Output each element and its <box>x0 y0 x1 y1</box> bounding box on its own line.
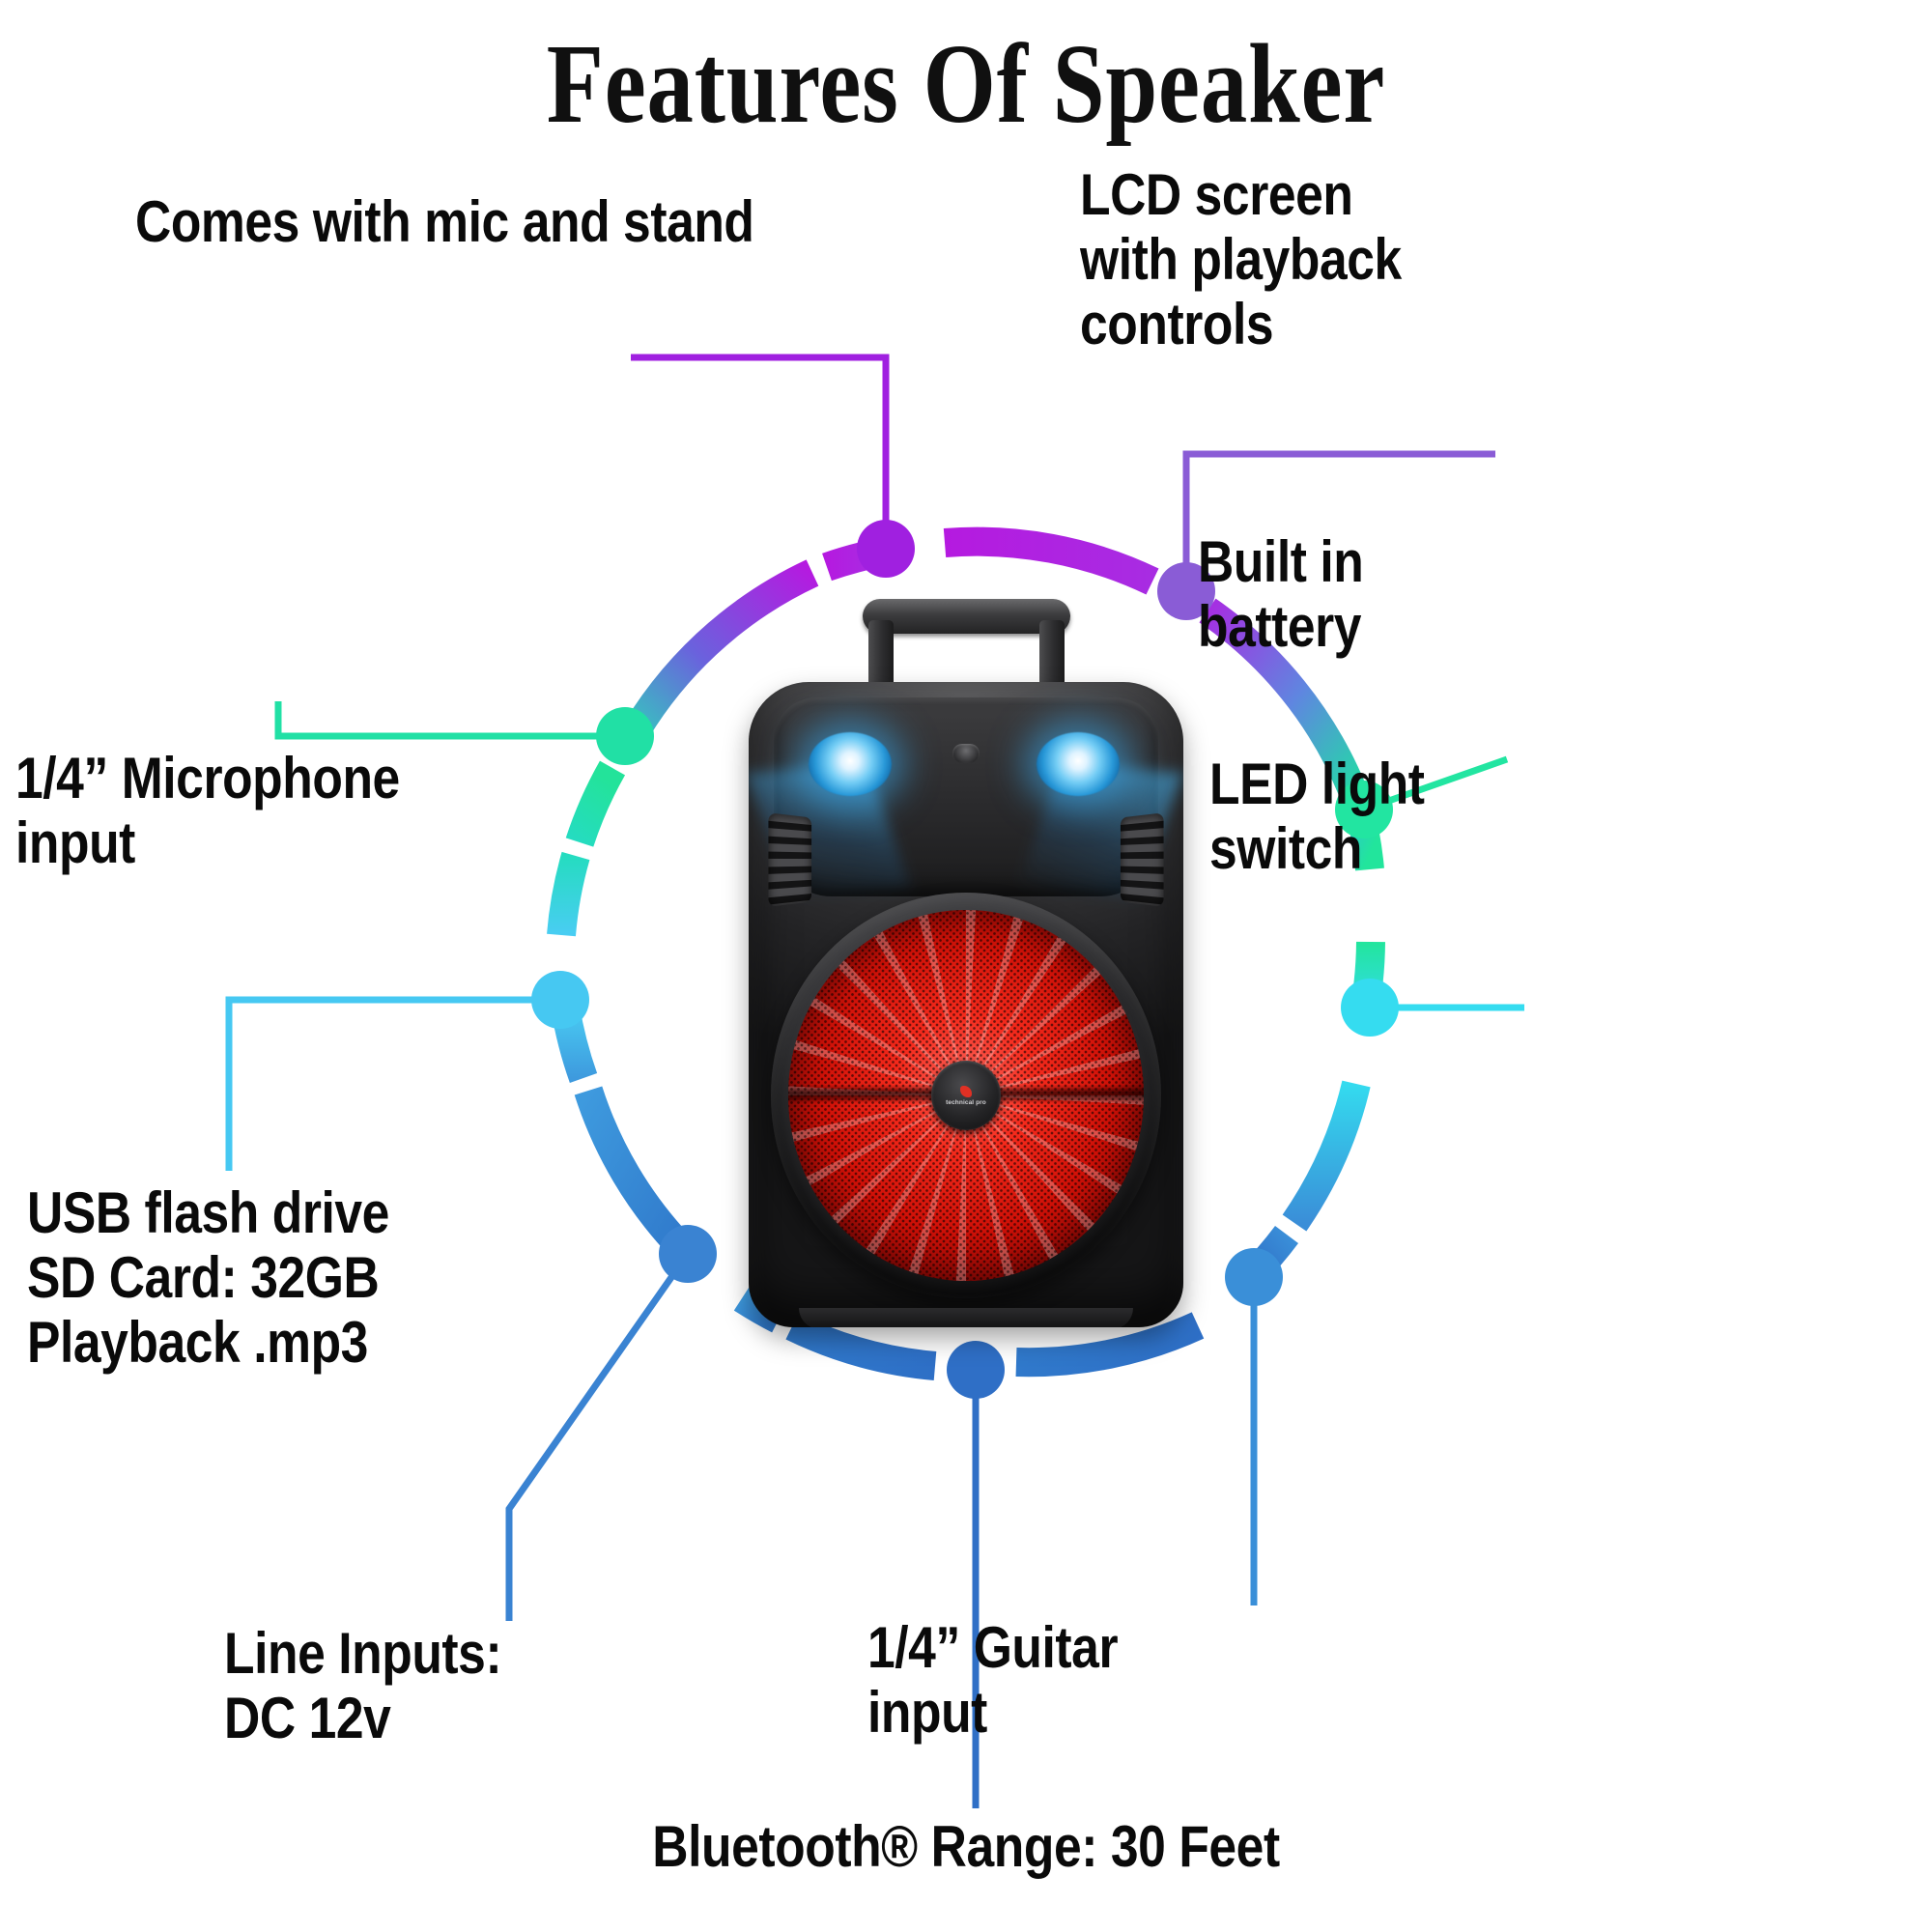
ring-arc-top-a <box>822 539 879 582</box>
connector-line-inputs <box>505 1251 691 1621</box>
led-lamp-left <box>809 732 892 796</box>
page-title: Features Of Speaker <box>546 20 1386 147</box>
speaker-product-image: technical pro <box>749 599 1183 1333</box>
ring-arc-left-upper <box>565 760 626 847</box>
brand-mark-icon <box>960 1085 972 1097</box>
woofer-bezel: technical pro <box>771 893 1161 1298</box>
ring-arc-left-lower <box>551 1004 598 1084</box>
brand-logo-badge: technical pro <box>931 1061 1001 1130</box>
node-line-inputs[interactable] <box>659 1225 717 1283</box>
speaker-handle-bar <box>863 599 1070 634</box>
speaker-body: technical pro <box>749 682 1183 1327</box>
node-led[interactable] <box>1341 979 1399 1037</box>
node-usb[interactable] <box>531 971 589 1029</box>
speaker-base <box>799 1308 1133 1327</box>
label-led-light-switch: LED light switch <box>1209 752 1425 882</box>
label-usb-flash-drive: USB flash drive SD Card: 32GB Playback .… <box>27 1180 389 1376</box>
ring-arc-right-lower <box>1282 1080 1371 1232</box>
ring-arc-top-b <box>943 526 1159 595</box>
ring-arc-right-mid <box>1350 941 1385 1015</box>
speaker-sensor <box>952 744 980 763</box>
label-microphone-input: 1/4” Microphone input <box>15 746 400 876</box>
ring-arc-bottom-left-b <box>574 1086 693 1259</box>
led-lamp-right <box>1037 732 1120 796</box>
node-guitar[interactable] <box>1225 1248 1283 1306</box>
brand-name: technical pro <box>946 1098 986 1106</box>
label-lcd-screen: LCD screen with playback controls <box>1080 162 1402 357</box>
connector-mic-input <box>274 701 625 740</box>
ring-arc-left-mid <box>547 851 590 937</box>
label-guitar-input: 1/4” Guitar input <box>867 1615 1119 1746</box>
label-line-inputs: Line Inputs: DC 12v <box>224 1621 502 1751</box>
label-bluetooth-range: Bluetooth® Range: 30 Feet <box>652 1814 1280 1879</box>
connector-usb <box>225 996 560 1171</box>
node-mic-input[interactable] <box>596 707 654 765</box>
node-bluetooth[interactable] <box>947 1341 1005 1399</box>
speaker-vent-right <box>1120 812 1164 907</box>
speaker-vent-left <box>768 812 812 907</box>
node-mic-stand[interactable] <box>857 520 915 578</box>
label-built-in-battery: Built in battery <box>1198 529 1364 660</box>
connector-mic-stand <box>631 354 890 549</box>
ring-arc-bottom-right-a <box>1241 1225 1299 1286</box>
label-mic-and-stand: Comes with mic and stand <box>135 189 754 254</box>
